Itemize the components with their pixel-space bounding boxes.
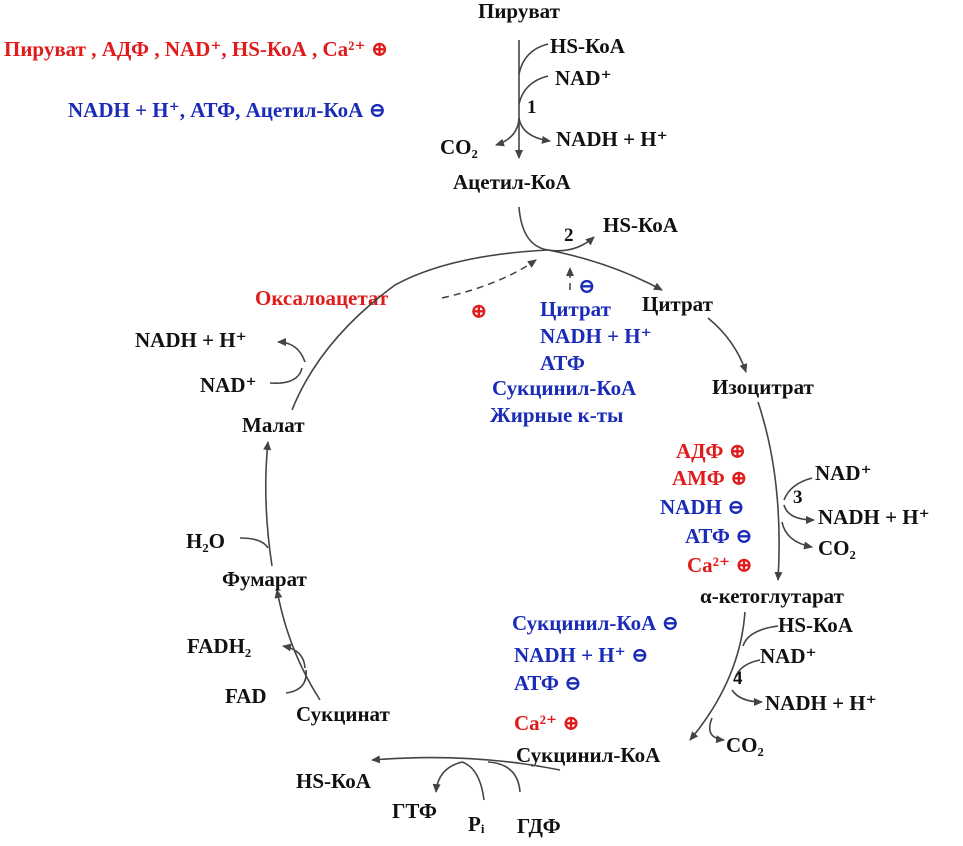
step5-gtp-output-arrow	[432, 761, 463, 793]
alpha-ketoglutarate-label: α-кетоглутарат	[700, 584, 845, 608]
step1-co2-label: CO₂	[440, 135, 478, 159]
cycle-arc-succinate-to-fumarate	[274, 589, 321, 701]
step3-co2-output-arrow	[781, 521, 813, 550]
cycle-arc-citrate-to-isocitrate	[707, 317, 748, 373]
pyruvate-label: Пируват	[478, 0, 561, 23]
fumarate-label: Фумарат	[222, 567, 308, 591]
step4-nad-label: NAD⁺	[760, 644, 817, 668]
step1-nadh-label: NADH + H⁺	[556, 127, 668, 151]
step8-nadh-output-arrow	[277, 338, 306, 363]
step2-hscoa-label: HS-КоА	[603, 213, 679, 237]
step1-nad-label: NAD⁺	[555, 66, 612, 90]
step6-fad-input-arrow	[285, 669, 307, 694]
step2-inhibitor-citrate: Цитрат	[540, 297, 612, 321]
cycle-arc-to-citrate	[547, 249, 663, 291]
step3-co2-label: CO₂	[818, 536, 856, 560]
step3-regulator-amp: АМФ ⊕	[672, 466, 748, 490]
step3-regulator-adp: АДФ ⊕	[676, 439, 746, 463]
step3-number: 3	[793, 487, 803, 508]
step4-regulator-nadh: NADH + H⁺ ⊖	[514, 643, 649, 667]
step4-nadh-output-arrow	[731, 689, 763, 706]
step5-hscoa-label: HS-КоА	[296, 769, 372, 793]
oxaloacetate-activation-arrow	[441, 259, 537, 299]
acetylcoa-entry-hscoa-output-arrow	[518, 206, 595, 252]
step4-hscoa-input-arrow	[742, 625, 779, 647]
step3-nadh-label: NADH + H⁺	[818, 505, 930, 529]
step5-gtp-label: ГТФ	[392, 799, 437, 823]
step8-nadh-label: NADH + H⁺	[135, 328, 247, 352]
step1-activators: Пируват , АДФ , NAD⁺, HS-КоА , Ca²⁺ ⊕	[4, 37, 388, 61]
citrate-label: Цитрат	[642, 292, 714, 316]
step8-nad-input-arrow	[269, 367, 303, 385]
step3-regulator-nadh: NADH ⊖	[660, 495, 745, 519]
step1-inhibitors: NADH + H⁺, АТФ, Ацетил-КоА ⊖	[68, 98, 386, 122]
isocitrate-label: Изоцитрат	[712, 375, 815, 399]
step8-nad-label: NAD⁺	[200, 373, 257, 397]
step6-fadh2-output-arrow	[282, 643, 306, 669]
step3-regulator-atp: АТФ ⊖	[685, 524, 753, 548]
step2-inhibitor-fatty-acids: Жирные к-ты	[490, 403, 623, 427]
step6-fad-label: FAD	[225, 684, 267, 708]
step5-pi-input-arrow	[461, 761, 485, 801]
step5-pi-label: Pᵢ	[468, 812, 485, 836]
step3-regulator-calcium: Ca²⁺ ⊕	[687, 553, 753, 577]
cycle-arc-isocitrate-to-akg	[757, 401, 783, 581]
step1-hscoa-label: HS-КоА	[550, 34, 626, 58]
step4-regulator-succinylcoa: Сукцинил-КоА ⊖	[512, 611, 679, 635]
step2-inhibitor-nadh: NADH + H⁺	[540, 324, 652, 348]
step4-co2-label: CO₂	[726, 733, 764, 757]
step3-nad-label: NAD⁺	[815, 461, 872, 485]
step5-gdp-input-arrow	[487, 761, 521, 793]
step1-number: 1	[527, 97, 537, 118]
step4-co2-output-arrow	[708, 717, 725, 744]
step4-number: 4	[733, 668, 743, 689]
step5-gdp-label: ГДФ	[517, 814, 561, 838]
acetyl-coa-label: Ацетил-КоА	[453, 170, 571, 194]
step2-inhibitor-succinylcoa: Сукцинил-КоА	[492, 376, 637, 400]
cycle-arc-succinylcoa-to-succinate	[371, 755, 561, 771]
step1-co2-output-arrow	[495, 117, 520, 147]
step1-hscoa-input-arrow	[518, 43, 549, 75]
step2-number: 2	[564, 225, 574, 246]
succinate-label: Сукцинат	[296, 702, 390, 726]
step1-nadh-output-arrow	[518, 117, 551, 144]
succinyl-coa-label: Сукцинил-КоА	[516, 743, 661, 767]
step4-regulator-atp: АТФ ⊖	[514, 671, 582, 695]
cycle-arc-akg-to-succinylcoa	[689, 611, 746, 741]
step4-nadh-label: NADH + H⁺	[765, 691, 877, 715]
step4-regulator-calcium: Ca²⁺ ⊕	[514, 711, 580, 735]
cycle-arc-fumarate-to-malate	[263, 441, 273, 567]
step1-nad-input-arrow	[518, 75, 549, 105]
malate-label: Малат	[242, 413, 305, 437]
step3-nadh-output-arrow	[783, 504, 815, 524]
step7-water-input-arrow	[239, 537, 269, 549]
step7-water-label: H₂O	[186, 529, 225, 553]
step4-nad-input-arrow	[734, 659, 761, 679]
step2-inhibit-symbol: ⊖	[578, 274, 596, 298]
cycle-arc-malate-to-oxaloacetate	[291, 249, 549, 411]
step2-inhibitor-atp: АТФ	[540, 351, 585, 375]
step3-nad-input-arrow	[783, 477, 813, 501]
step6-fadh2-label: FADH₂	[187, 634, 251, 658]
step2-activate-symbol: ⊕	[470, 299, 488, 323]
oxaloacetate-label: Оксалоацетат	[255, 286, 389, 310]
step4-hscoa-label: HS-КоА	[778, 613, 854, 637]
